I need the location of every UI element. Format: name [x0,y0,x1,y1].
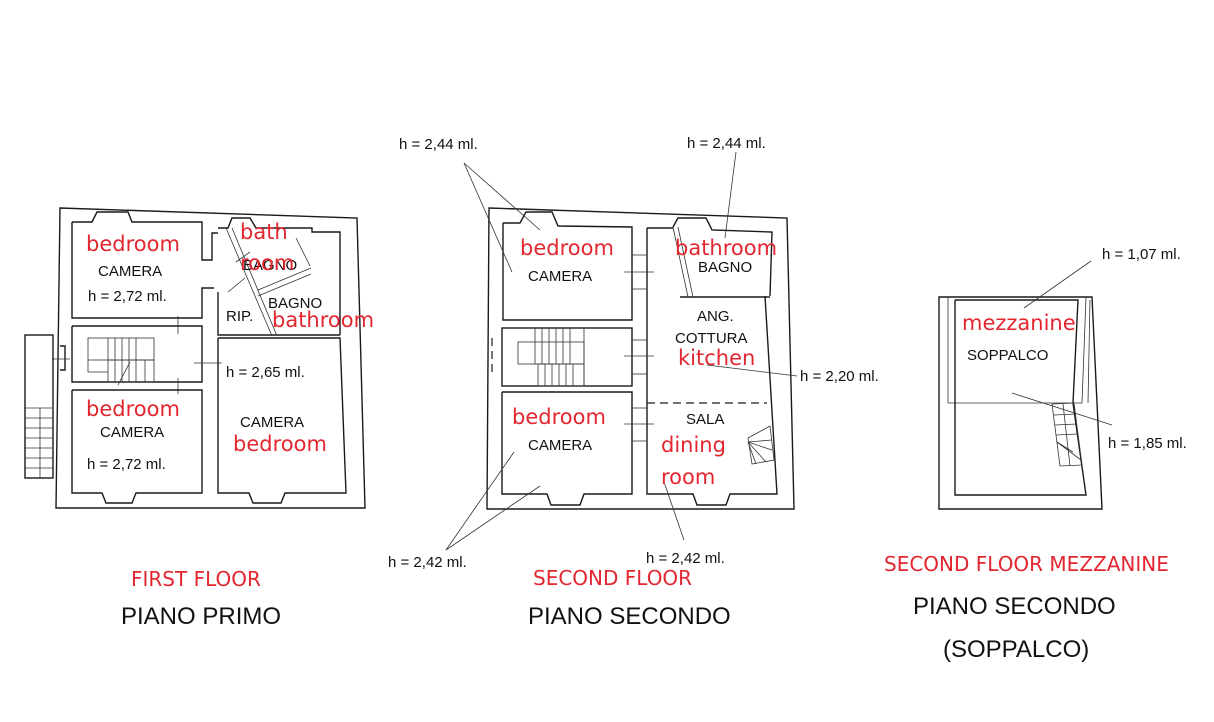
height-label: h = 2,72 ml. [87,456,166,473]
second-floor-plan: h = 2,44 ml. h = 2,44 ml. h = 2,20 ml. h… [388,135,879,630]
room-label-en: kitchen [678,346,755,370]
door-swing [227,277,246,293]
staircase [517,328,585,387]
wall [1087,299,1091,404]
room-label-en: bath [240,220,288,244]
mezzanine-platform [947,296,1087,404]
wall [71,222,214,319]
wall [72,211,218,261]
wall [954,300,1087,496]
wall [672,226,689,298]
first-floor-outer-wall [55,207,366,509]
leader-lines [445,151,798,551]
wall [646,228,778,506]
wall [257,273,312,297]
room-label-it: CAMERA [100,424,164,441]
room-label-en: bedroom [86,232,180,256]
second-floor-outer-wall [486,207,795,510]
door-swing [235,251,251,263]
wall [71,389,203,504]
room-label-it: BAGNO [698,259,752,276]
wall [501,391,633,506]
room-label-en: bathroom [675,236,777,260]
room-label-it: CAMERA [528,268,592,285]
room-label-it: CAMERA [240,414,304,431]
room-label-en: bedroom [512,405,606,429]
wall [955,299,1079,404]
height-label: h = 2,44 ml. [687,135,766,152]
wall [295,237,311,267]
room-label-en: bedroom [520,236,614,260]
leader-line [1023,260,1092,309]
room-label-it: ANG. [697,308,734,325]
wall [71,325,203,383]
room-label-en: mezzanine [962,311,1076,335]
room-label-it: CAMERA [98,263,162,280]
wall [502,211,633,321]
room-label-en: bathroom [272,308,374,332]
wall [225,227,273,337]
wall [218,217,341,335]
plan-title-it: PIANO SECONDO [913,593,1116,620]
wall [257,267,312,291]
plan-title-en: SECOND FLOOR [533,566,692,590]
mezzanine-plan: h = 1,07 ml. h = 1,85 ml. mezzanine SOPP… [884,246,1187,663]
wall [217,292,340,336]
wall [60,345,66,371]
external-staircase [24,334,54,479]
room-label-it: BAGNO [243,257,297,274]
room-label-en: dining [661,433,726,457]
plan-subtitle-it: (SOPPALCO) [943,636,1089,663]
wall [217,337,347,504]
staircase [1051,402,1083,467]
room-label-it: SALA [686,411,724,428]
height-label: h = 2,42 ml. [388,554,467,571]
room-label-en: room [661,465,715,489]
room-label-en: bedroom [86,397,180,421]
room-label-it: SOPPALCO [967,347,1048,364]
height-label: h = 2,20 ml. [800,368,879,385]
plan-title-en: SECOND FLOOR MEZZANINE [884,552,1169,576]
door-ticks [624,254,654,442]
height-label: h = 2,42 ml. [646,550,725,567]
mezzanine-outer-wall [938,296,1103,510]
first-floor-plan: bedroom CAMERA h = 2,72 ml. bath BAGNO r… [24,207,374,630]
plan-title-en: FIRST FLOOR [131,567,261,591]
room-label-it: CAMERA [528,437,592,454]
height-label: h = 1,07 ml. [1102,246,1181,263]
room-label-it: RIP. [226,308,253,325]
room-label-en: room [240,251,294,275]
wall [677,226,694,298]
wall [231,227,278,337]
room-label-it: BAGNO [268,295,322,312]
height-label: h = 1,85 ml. [1108,435,1187,452]
room-label-en: bedroom [233,432,327,456]
height-label: h = 2,72 ml. [88,288,167,305]
height-label: h = 2,65 ml. [226,364,305,381]
height-label: h = 2,44 ml. [399,136,478,153]
staircase [87,337,155,386]
leader-line [1011,392,1113,426]
stair-hall [501,327,633,387]
room-label-it: COTTURA [675,330,748,347]
plan-title-it: PIANO PRIMO [121,603,281,630]
spiral-staircase [747,425,775,465]
wall [672,217,773,297]
plan-title-it: PIANO SECONDO [528,603,731,630]
